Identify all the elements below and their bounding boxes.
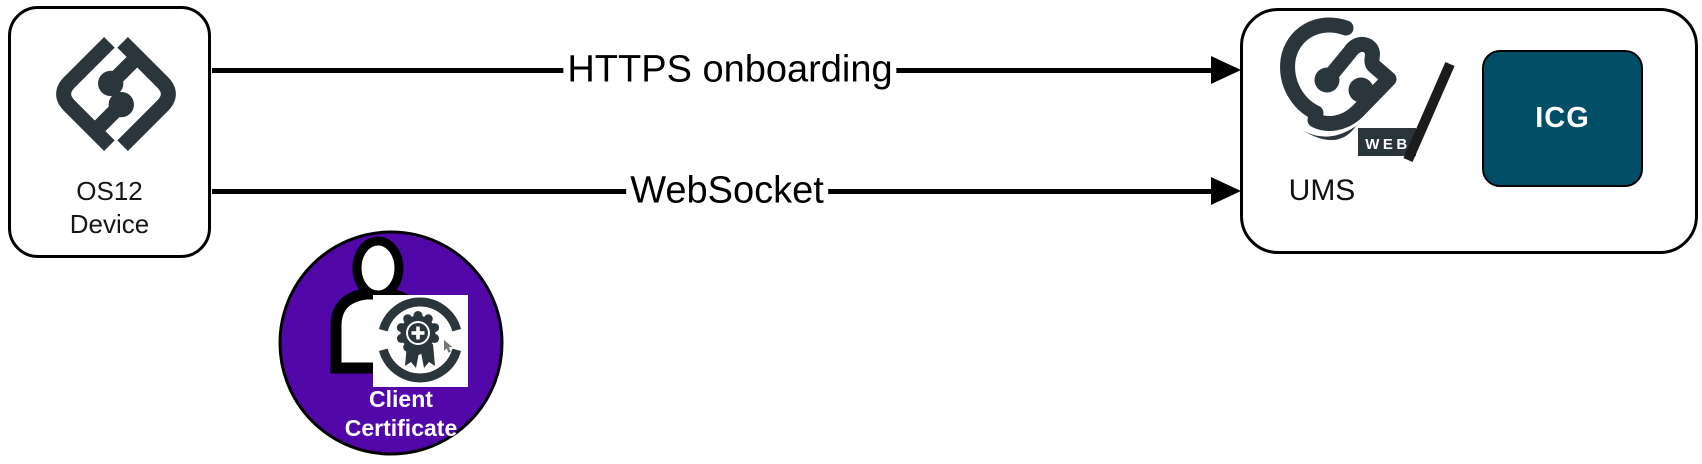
device-node: OS12 Device: [8, 6, 211, 258]
device-label-line1: OS12: [76, 176, 143, 206]
client-certificate-line2: Certificate: [344, 415, 458, 441]
web-badge: [1358, 128, 1416, 156]
mouse-pointer-icon: [444, 340, 453, 353]
device-node-label: OS12 Device: [11, 175, 208, 241]
slash-separator: [1403, 61, 1455, 163]
arrowhead-icon: [1211, 177, 1241, 205]
client-certificate-label: Client Certificate: [291, 385, 511, 443]
web-badge-label: WEB: [1365, 136, 1411, 153]
certificate-seal-icon: [378, 297, 462, 383]
device-label-line2: Device: [69, 209, 150, 239]
icg-node: ICG: [1482, 50, 1643, 187]
client-certificate-badge: [278, 230, 504, 456]
arrowhead-icon: [1211, 56, 1241, 84]
igel-ums-web-logo-icon: WEB: [1280, 17, 1416, 156]
client-certificate-line1: Client: [369, 386, 433, 412]
connection-https-label: HTTPS onboarding: [563, 48, 897, 92]
connection-websocket-label: WebSocket: [626, 169, 828, 213]
icg-label: ICG: [1535, 102, 1590, 134]
ums-node-label: UMS: [1288, 174, 1356, 207]
igel-os-logo-icon: [56, 36, 176, 152]
